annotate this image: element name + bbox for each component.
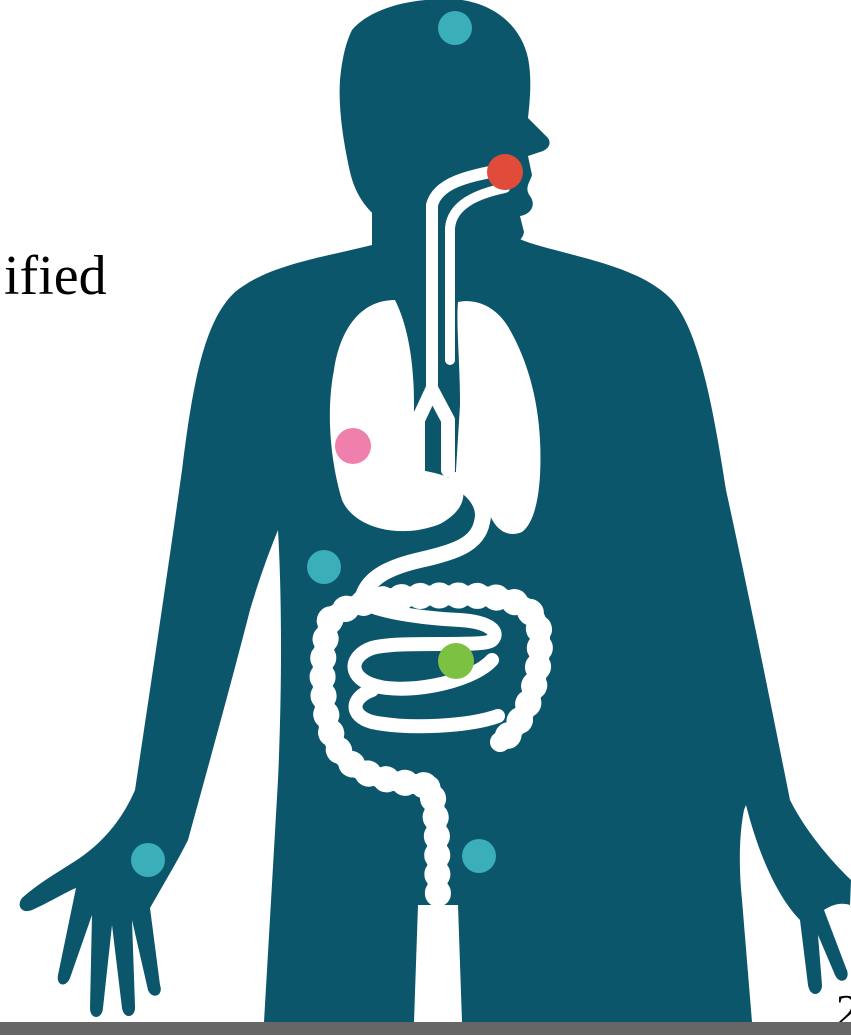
leg-gap — [414, 905, 462, 1022]
bottom-bar — [0, 1022, 851, 1035]
pelvis-marker — [462, 839, 496, 873]
hand-marker — [131, 843, 165, 877]
mouth-marker — [487, 154, 523, 190]
abdomen-marker — [307, 550, 341, 584]
lung-marker — [335, 428, 371, 464]
intestine-marker — [438, 643, 474, 679]
head-marker — [438, 11, 472, 45]
